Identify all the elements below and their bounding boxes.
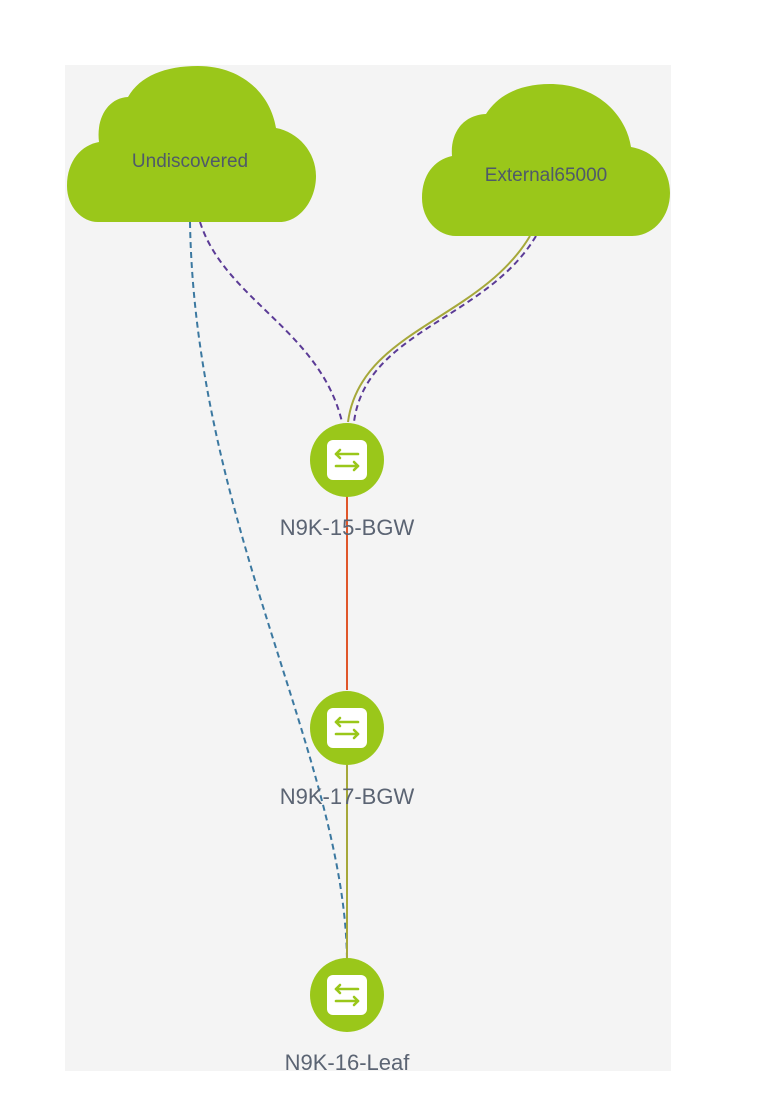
node-label-bgw15: N9K-15-BGW [280,515,415,540]
node-bgw17[interactable]: N9K-17-BGW [280,691,415,809]
link-external-bgw15-olive[interactable] [347,235,531,423]
node-label-bgw17: N9K-17-BGW [280,784,415,809]
switch-icon [327,708,367,748]
link-undiscovered-bgw15[interactable] [199,221,343,423]
switch-icon [327,975,367,1015]
node-leaf16[interactable]: N9K-16-Leaf [285,958,411,1075]
cloud-label-external: External65000 [485,165,608,186]
links [189,221,537,961]
cloud-external[interactable]: External65000 [422,84,670,236]
node-label-leaf16: N9K-16-Leaf [285,1050,411,1075]
cloud-undiscovered[interactable]: Undiscovered [67,66,316,222]
link-external-bgw15-purple[interactable] [353,235,537,423]
cloud-label-undiscovered: Undiscovered [132,151,248,172]
node-bgw15[interactable]: N9K-15-BGW [280,423,415,540]
cloud-icon [67,66,316,222]
switch-icon [327,440,367,480]
cloud-icon [422,84,670,236]
link-undiscovered-leaf16[interactable] [189,221,348,961]
